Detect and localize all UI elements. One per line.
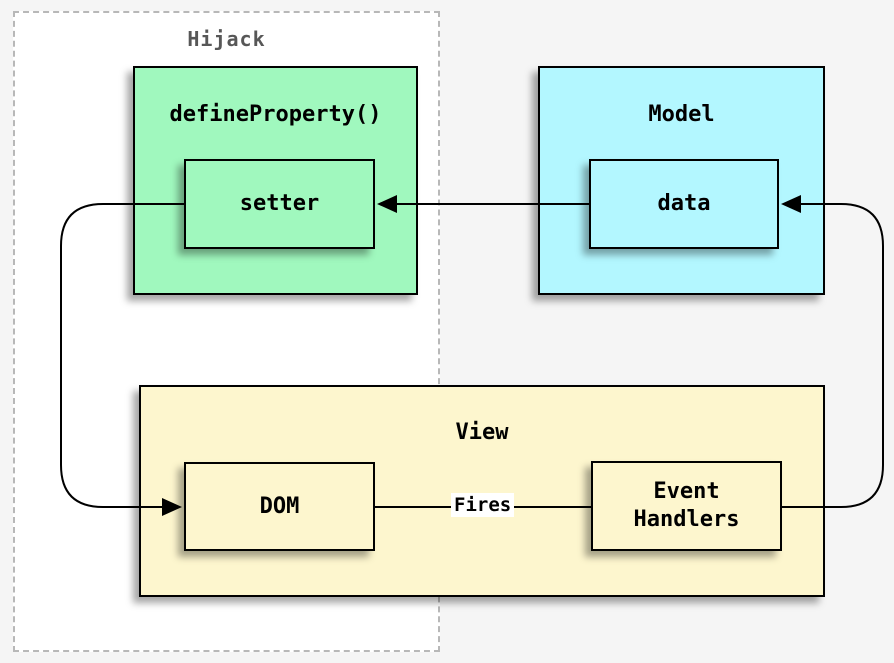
event-handlers-label: Event Handlers	[633, 479, 740, 532]
data-label: data	[657, 191, 711, 216]
model-label: Model	[648, 102, 715, 127]
setter-box: setter	[184, 159, 375, 249]
dom-label: DOM	[259, 493, 300, 519]
hijack-group-label: Hijack	[187, 27, 266, 51]
setter-label: setter	[239, 191, 320, 216]
dom-box: DOM	[184, 462, 375, 551]
view-label: View	[455, 420, 509, 445]
event-handlers-box: Event Handlers	[591, 461, 782, 551]
define-property-label: defineProperty()	[169, 102, 382, 127]
edge-label-fires: Fires	[451, 493, 515, 517]
data-box: data	[589, 159, 779, 249]
